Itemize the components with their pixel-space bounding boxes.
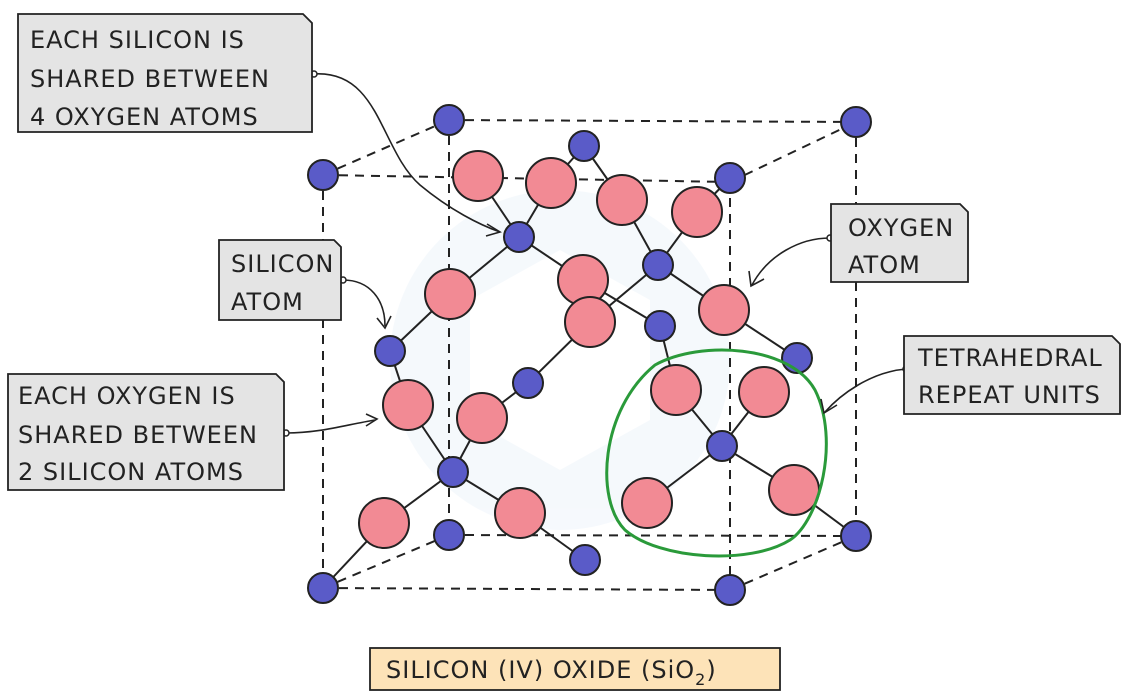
silicon-atom	[781, 342, 813, 374]
oxygen-atom	[494, 487, 546, 539]
oxygen-atom	[456, 392, 508, 444]
oxygen-atom	[452, 150, 504, 202]
svg-text:SHARED BETWEEN: SHARED BETWEEN	[30, 65, 270, 93]
svg-text:TETRAHEDRAL: TETRAHEDRAL	[917, 344, 1103, 372]
svg-text:2 SILICON ATOMS: 2 SILICON ATOMS	[18, 458, 244, 486]
silicon-atom	[307, 572, 339, 604]
silicon-atom	[307, 159, 339, 191]
oxygen-atom	[525, 157, 577, 209]
svg-text:REPEAT UNITS: REPEAT UNITS	[918, 381, 1101, 409]
oxygen-atom	[671, 186, 723, 238]
silicon-atoms	[307, 104, 872, 606]
oxygen-atom	[698, 284, 750, 336]
silicon-atom	[433, 104, 465, 136]
label-oxygen-atom: OXYGEN ATOM	[830, 203, 969, 283]
silicon-atom	[642, 249, 674, 281]
silicon-atom	[644, 310, 676, 342]
svg-text:4 OXYGEN ATOMS: 4 OXYGEN ATOMS	[30, 103, 259, 131]
callout-arrows	[285, 73, 907, 434]
silicon-atom	[714, 574, 746, 606]
silicon-atom	[512, 367, 544, 399]
silicon-atom	[503, 221, 535, 253]
silicon-atom	[840, 520, 872, 552]
svg-text:EACH OXYGEN IS: EACH OXYGEN IS	[18, 382, 236, 410]
svg-text:SILICON: SILICON	[231, 250, 334, 278]
oxygen-atom	[621, 477, 673, 529]
silicon-atom	[374, 335, 406, 367]
silicon-atom	[433, 519, 465, 551]
label-si-shared: EACH SILICON IS SHARED BETWEEN 4 OXYGEN …	[17, 13, 313, 133]
arrow-heads	[365, 223, 838, 427]
svg-text:SHARED BETWEEN: SHARED BETWEEN	[18, 421, 258, 449]
label-silicon-atom: SILICON ATOM	[218, 239, 342, 321]
tetrahedral-highlight	[605, 348, 828, 558]
oxygen-atom	[768, 464, 820, 516]
oxygen-atom	[358, 497, 410, 549]
oxygen-atom	[564, 296, 616, 348]
svg-text:OXYGEN: OXYGEN	[848, 214, 954, 242]
label-o-shared: EACH OXYGEN IS SHARED BETWEEN 2 SILICON …	[7, 373, 285, 491]
oxygen-atoms	[358, 150, 820, 549]
svg-text:ATOM: ATOM	[231, 288, 304, 316]
oxygen-atom	[738, 366, 790, 418]
silicon-atom	[569, 544, 601, 576]
silicon-atom	[706, 430, 738, 462]
svg-text:EACH SILICON IS: EACH SILICON IS	[30, 26, 245, 54]
title-box: SILICON (IV) OXIDE (SiO2)	[369, 647, 781, 691]
silicon-atom	[840, 106, 872, 138]
label-tetrahedral: TETRAHEDRAL REPEAT UNITS	[903, 335, 1121, 415]
oxygen-atom	[650, 364, 702, 416]
oxygen-atom	[596, 174, 648, 226]
silicon-atom	[714, 162, 746, 194]
silicon-atom	[568, 130, 600, 162]
page-title: SILICON (IV) OXIDE (SiO2)	[386, 656, 717, 689]
silicon-atom	[437, 456, 469, 488]
oxygen-atom	[424, 268, 476, 320]
svg-text:ATOM: ATOM	[848, 251, 921, 279]
oxygen-atom	[382, 379, 434, 431]
